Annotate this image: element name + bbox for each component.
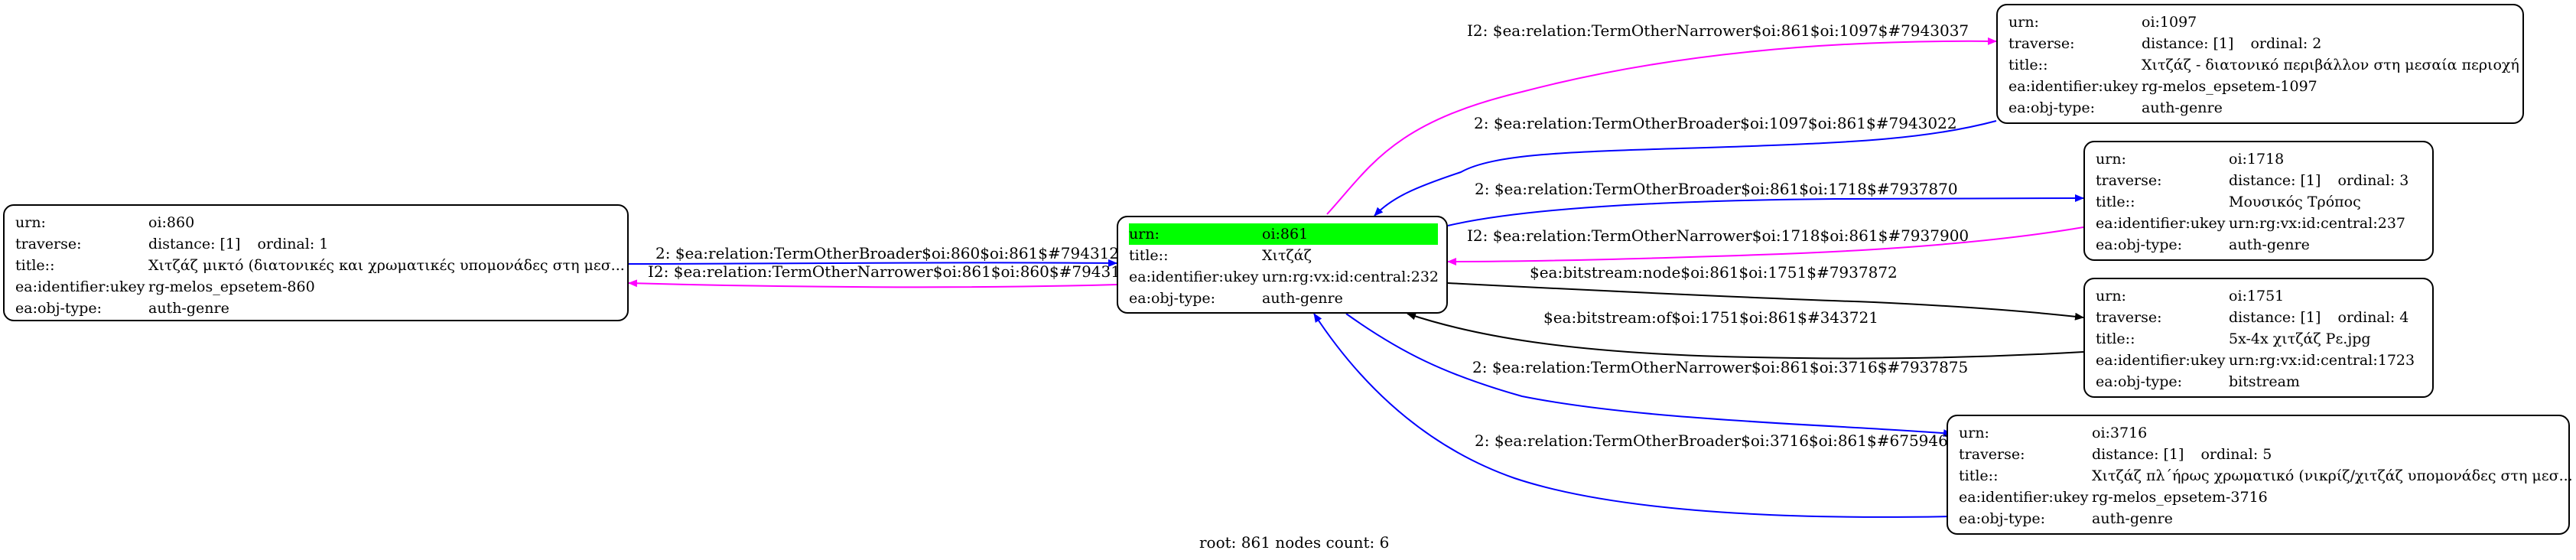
graph-caption: root: 861 nodes count: 6 <box>1199 533 1390 552</box>
row-value-ordinal: ordinal: 1 <box>257 236 329 252</box>
row-value-ordinal: ordinal: 3 <box>2337 172 2409 189</box>
row-key: urn: <box>2096 288 2126 304</box>
edge-label-e6: $ea:bitstream:of$oi:1751$oi:861$#343721 <box>1543 308 1878 327</box>
row-key: ea:obj-type: <box>1129 290 1216 307</box>
row-value: 5x-4x χιτζάζ Ρε.jpg <box>2229 330 2371 347</box>
edge-e9 <box>628 259 1117 267</box>
edge-label-e7: 2: $ea:relation:TermOtherNarrower$oi:861… <box>1472 358 1968 376</box>
node-oi-1097[interactable]: urn: oi:1097 traverse: distance: [1] ordina… <box>1996 4 2524 124</box>
row-value: auth-genre <box>2092 510 2173 527</box>
node-oi-861-root[interactable]: urn:oi:861 title::Χιτζάζ ea:identifier:u… <box>1117 216 1448 314</box>
row-value: Χιτζάζ <box>1262 247 1312 264</box>
row-key: ea:identifier:ukey <box>2096 215 2226 232</box>
row-key: ea:obj-type: <box>2008 99 2096 116</box>
row-value: auth-genre <box>148 300 229 317</box>
row-value: rg-melos_epsetem-3716 <box>2092 489 2268 506</box>
row-key: ea:identifier:ukey <box>1959 489 2089 506</box>
row-key: ea:identifier:ukey <box>2008 78 2139 95</box>
row-key: title:: <box>2096 330 2135 347</box>
edge-e5 <box>1447 282 2084 321</box>
row-value: oi:1718 <box>2229 151 2285 168</box>
node-oi-860[interactable]: urn: oi:860 traverse: distance: [1] ordinal… <box>3 204 629 321</box>
row-value: urn:rg:vx:id:central:237 <box>2229 215 2406 232</box>
row-value-ordinal: ordinal: 4 <box>2337 309 2409 326</box>
edge-e8 <box>1313 313 1953 518</box>
node-oi-1718[interactable]: urn: oi:1718 traverse: distance: [1] ordina… <box>2083 141 2434 261</box>
row-key: urn: <box>1959 425 1989 441</box>
edge-e3 <box>1447 194 2084 226</box>
row-key: ea:obj-type: <box>2096 373 2183 390</box>
row-key: title:: <box>15 257 55 274</box>
row-key: traverse: <box>1959 446 2025 463</box>
row-value: oi:860 <box>148 214 195 231</box>
row-value: distance: [1] <box>2092 446 2184 463</box>
edge-label-e4: I2: $ea:relation:TermOtherNarrower$oi:17… <box>1467 226 1969 245</box>
edge-label-e9: 2: $ea:relation:TermOtherBroader$oi:860$… <box>655 244 1129 262</box>
node-oi-3716[interactable]: urn: oi:3716 traverse: distance: [1] ordina… <box>1947 415 2573 535</box>
edge-label-e8: 2: $ea:relation:TermOtherBroader$oi:3716… <box>1475 431 1958 450</box>
edge-e1 <box>1326 37 1997 215</box>
row-value: distance: [1] <box>2229 309 2321 326</box>
row-value: auth-genre <box>2142 99 2223 116</box>
edge-label-e10: I2: $ea:relation:TermOtherNarrower$oi:86… <box>648 262 1140 281</box>
row-value: oi:861 <box>1262 223 1438 245</box>
row-value: distance: [1] <box>2229 172 2321 189</box>
row-value: rg-melos_epsetem-1097 <box>2142 78 2317 95</box>
row-key: traverse: <box>2096 172 2162 189</box>
edge-e2 <box>1374 120 1997 217</box>
row-value: urn:rg:vx:id:central:1723 <box>2229 352 2415 369</box>
row-value: distance: [1] <box>2142 35 2234 52</box>
row-key: ea:obj-type: <box>1959 510 2046 527</box>
row-value-ordinal: ordinal: 5 <box>2200 446 2272 463</box>
row-value: Χιτζάζ μικτό (διατονικές και χρωματικές … <box>148 257 625 274</box>
edge-e10 <box>628 279 1117 288</box>
row-value: auth-genre <box>1262 290 1343 307</box>
row-value: Μουσικός Τρόπος <box>2229 194 2361 210</box>
row-value-ordinal: ordinal: 2 <box>2250 35 2322 52</box>
row-key: title:: <box>1129 247 1169 264</box>
row-key: title:: <box>2008 57 2048 73</box>
row-value: auth-genre <box>2229 236 2310 253</box>
row-value: urn:rg:vx:id:central:232 <box>1262 269 1439 285</box>
edge-label-e2: 2: $ea:relation:TermOtherBroader$oi:1097… <box>1474 114 1957 132</box>
row-key: ea:identifier:ukey <box>1129 269 1259 285</box>
row-key: urn: <box>2008 14 2039 31</box>
row-key: urn: <box>15 214 46 231</box>
row-key: urn: <box>2096 151 2126 168</box>
row-value: Χιτζάζ πλ΄ήρως χρωματικό (νικρίζ/χιτζάζ … <box>2092 467 2573 484</box>
row-value: oi:1751 <box>2229 288 2285 304</box>
row-value: Χιτζάζ - διατονικό περιβάλλον στη μεσαία… <box>2142 57 2519 73</box>
row-value: oi:1097 <box>2142 14 2197 31</box>
row-key: ea:identifier:ukey <box>15 278 145 295</box>
row-key: title:: <box>2096 194 2135 210</box>
row-key: traverse: <box>15 236 82 252</box>
row-key: urn: <box>1129 223 1262 245</box>
node-oi-1751[interactable]: urn: oi:1751 traverse: distance: [1] ordina… <box>2083 278 2434 398</box>
edge-e6 <box>1407 312 2084 360</box>
row-key: title:: <box>1959 467 1999 484</box>
edge-e4 <box>1447 226 2084 265</box>
edge-label-e1: I2: $ea:relation:TermOtherNarrower$oi:86… <box>1467 21 1969 40</box>
row-key: ea:obj-type: <box>15 300 102 317</box>
row-key: traverse: <box>2008 35 2075 52</box>
row-value: bitstream <box>2229 373 2300 390</box>
row-value: rg-melos_epsetem-860 <box>148 278 315 295</box>
row-value: oi:3716 <box>2092 425 2148 441</box>
edge-label-e5: $ea:bitstream:node$oi:861$oi:1751$#79378… <box>1530 263 1898 282</box>
row-key: ea:identifier:ukey <box>2096 352 2226 369</box>
row-key: traverse: <box>2096 309 2162 326</box>
row-value: distance: [1] <box>148 236 241 252</box>
edge-label-e3: 2: $ea:relation:TermOtherBroader$oi:861$… <box>1475 180 1958 198</box>
row-key: ea:obj-type: <box>2096 236 2183 253</box>
edge-e7 <box>1345 313 1953 438</box>
